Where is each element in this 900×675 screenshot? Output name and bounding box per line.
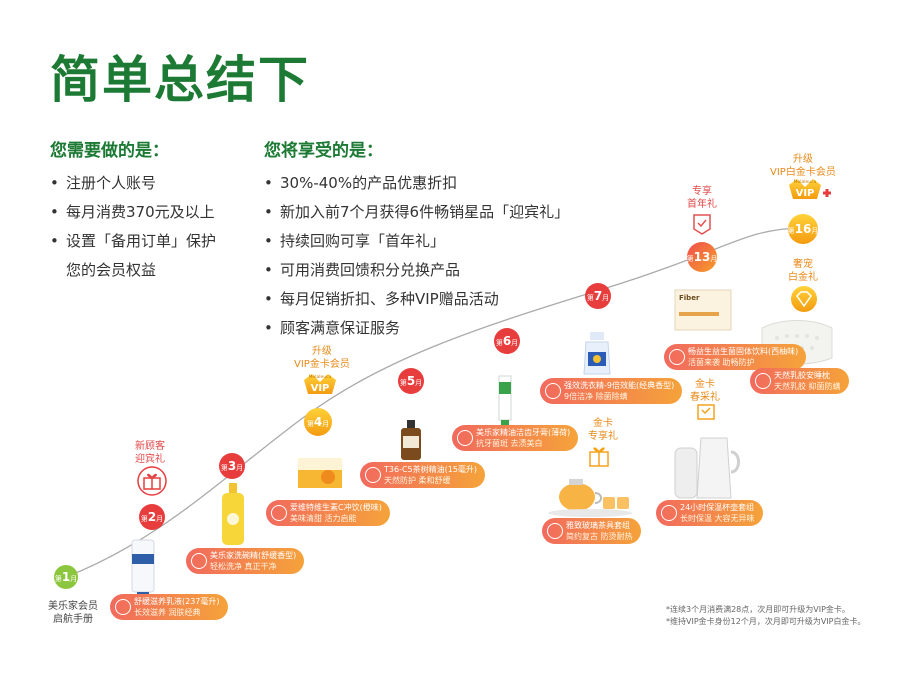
first-year-gift-label: 专享 首年礼 (687, 186, 717, 210)
benefit-item: 顾客满意保证服务 (264, 314, 569, 343)
svg-text:Melaleuca: Melaleuca (794, 179, 817, 185)
platinum-gift-label: 奢宠 白金礼 (788, 259, 818, 283)
svg-text:第7月: 第7月 (587, 289, 609, 303)
product-tag-laundry: 强效洗衣精-9倍效能(经典香型) 9倍洁净 除菌除螨 (540, 378, 683, 404)
laundry-detergent-product (583, 332, 611, 375)
diamond-icon (791, 286, 817, 312)
svg-text:第4月: 第4月 (307, 415, 329, 429)
product-tag-tea-set: 雅致玻璃茶具套组 简约复古 防烫耐热 (542, 518, 641, 544)
benefit-item: 30%-40%的产品优惠折扣 (264, 169, 569, 198)
milestone-month-16: 第16月 (788, 214, 819, 244)
footnotes: *连续3个月消费满28点，次月即可升级为VIP金卡。 *维持VIP金卡身份12个… (666, 604, 866, 628)
lotion-tube-product (131, 539, 155, 598)
requirements-heading: 您需要做的是： (50, 141, 169, 161)
svg-text:Fiber: Fiber (679, 294, 700, 302)
svg-text:第5月: 第5月 (400, 374, 422, 388)
gift-icon (137, 466, 167, 496)
footnote-line: *维持VIP金卡身份12个月，次月即可升级为VIP白金卡。 (666, 617, 866, 626)
milestone-month-4: 第4月 (304, 408, 332, 436)
product-tag-probiotic: 畅益生益生菌固体饮料(西柚味) 活菌来袭 助畅防护 (664, 344, 807, 370)
requirement-item: 注册个人账号 (50, 169, 216, 198)
start-handbook-label: 美乐家会员 启航手册 (48, 601, 98, 625)
glass-tea-set-product (548, 479, 632, 517)
page-title: 简单总结下 (50, 51, 310, 109)
product-tag-thermos: 24小时保温杯壶套组 长时保温 大容无异味 (656, 500, 763, 526)
footnote-line: *连续3个月消费满28点，次月即可升级为VIP金卡。 (666, 605, 850, 614)
dish-soap-product (222, 483, 244, 545)
benefits-list: 30%-40%的产品优惠折扣 新加入前7个月获得6件畅销星品「迎宾礼」 持续回购… (264, 169, 569, 343)
requirement-line: 您的会员权益 (66, 261, 157, 279)
product-tag-tea-tree-oil: T36-C5茶树精油(15毫升) 天然防护 柔和舒缓 (360, 462, 486, 488)
svg-text:第6月: 第6月 (496, 334, 518, 348)
benefit-item: 持续回购可享「首年礼」 (264, 227, 569, 256)
milestone-month-2: 第2月 (139, 504, 165, 530)
gold-exclusive-gift-label: 金卡 专享礼 (588, 418, 618, 442)
product-tag-vitamin-c: 爱维特维生素C冲饮(橙味) 美味清甜 活力启能 (266, 500, 390, 526)
svg-text:第3月: 第3月 (221, 459, 243, 473)
probiotic-box-product: Fiber (674, 289, 732, 331)
vip-platinum-badge-icon: Melaleuca VIP (789, 179, 831, 199)
requirement-line: 设置「备用订单」保护 (66, 232, 217, 250)
spring-gift-icon (697, 404, 715, 420)
milestone-month-5: 第5月 (398, 368, 424, 394)
svg-text:Melaleuca: Melaleuca (309, 374, 332, 380)
gold-spring-gift-label: 金卡 春采礼 (690, 379, 720, 403)
benefit-item: 新加入前7个月获得6件畅销星品「迎宾礼」 (264, 198, 569, 227)
requirement-item: 每月消费370元及以上 (50, 198, 216, 227)
requirements-column: 您需要做的是： 注册个人账号 每月消费370元及以上 设置「备用订单」保护您的会… (50, 136, 216, 285)
benefit-item: 每月促销折扣、多种VIP赠品活动 (264, 285, 569, 314)
benefit-item: 可用消费回馈积分兑换产品 (264, 256, 569, 285)
product-tag-toothpaste: 美乐家精油洁齿牙膏(薄荷) 抗牙菌斑 去渍美白 (452, 425, 579, 451)
benefits-column: 您将享受的是： 30%-40%的产品优惠折扣 新加入前7个月获得6件畅销星品「迎… (264, 136, 569, 343)
vitamin-c-box-product (298, 458, 342, 488)
vip-platinum-upgrade-label: 升级 VIP白金卡会员 (770, 154, 836, 178)
thermos-set-product (674, 437, 740, 499)
milestone-month-3: 第3月 (219, 453, 245, 479)
toothpaste-product (498, 375, 512, 425)
svg-text:第1月: 第1月 (55, 570, 77, 584)
product-tag-dish-soap: 美乐家洗碗精(舒缓香型) 轻松洗净 真正干净 (186, 548, 305, 574)
vip-gold-upgrade-label: 升级 VIP金卡会员 (294, 346, 350, 370)
product-tag-lotion: 舒缓滋养乳液(237毫升) 长效滋养 润肤经典 (110, 594, 228, 620)
svg-text:VIP: VIP (311, 383, 330, 394)
gold-gift-icon (589, 447, 609, 467)
milestone-month-13: 第13月 (687, 242, 718, 272)
vip-gold-badge-icon: Melaleuca VIP (304, 374, 336, 394)
svg-text:VIP: VIP (796, 188, 815, 199)
svg-text:第16月: 第16月 (788, 222, 819, 236)
product-tag-pillow: 天然乳胶安睡枕 天然乳胶 抑菌防螨 (750, 368, 849, 394)
benefits-heading: 您将享受的是： (264, 141, 383, 161)
tea-tree-oil-product (401, 420, 421, 460)
journey-curve (65, 227, 801, 578)
milestone-month-1: 第1月 (54, 565, 78, 589)
milestone-month-7: 第7月 (585, 283, 611, 309)
svg-text:第13月: 第13月 (687, 250, 718, 264)
svg-text:第2月: 第2月 (141, 510, 163, 524)
milestone-month-6: 第6月 (494, 328, 520, 354)
first-year-gift-icon (693, 214, 711, 235)
welcome-gift-label: 新顾客 迎宾礼 (135, 441, 165, 465)
